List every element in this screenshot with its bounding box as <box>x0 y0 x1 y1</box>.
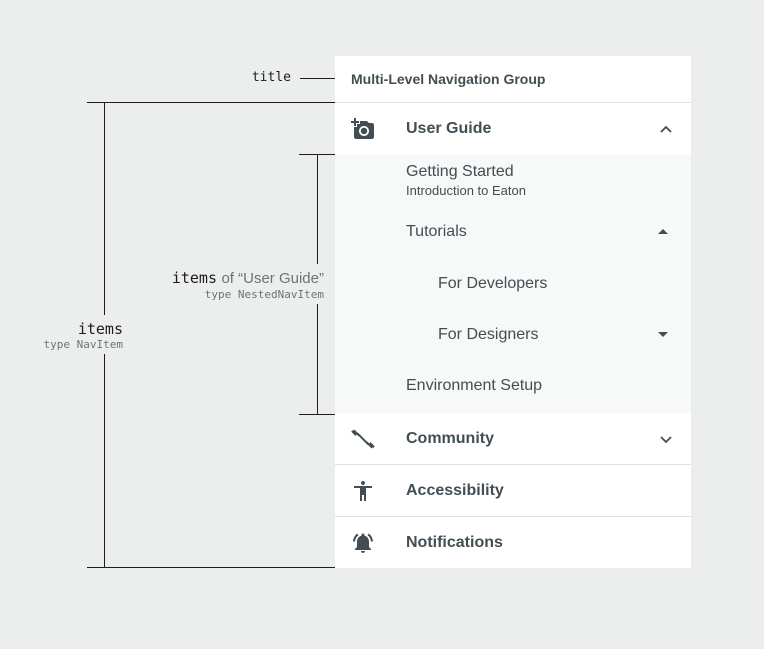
nav-item-label: Notifications <box>406 534 503 551</box>
title-connector-line <box>300 78 348 79</box>
chevron-down-icon[interactable] <box>659 432 673 446</box>
divider <box>335 102 691 103</box>
nested-item-for-designers[interactable]: For Designers <box>335 309 691 361</box>
items-annotation: items type NavItem <box>0 320 123 351</box>
caret-up-icon[interactable] <box>658 229 668 234</box>
title-annotation: title <box>251 70 291 85</box>
add-a-photo-icon <box>351 117 374 139</box>
nav-item-label: Accessibility <box>406 482 504 499</box>
nested-item-tutorials[interactable]: Tutorials <box>335 206 691 258</box>
nav-item-community[interactable]: Community <box>335 413 691 464</box>
notifications-active-icon <box>353 533 373 553</box>
nested-item-subtitle: Introduction to Eaton <box>406 183 526 198</box>
nested-item-for-developers[interactable]: For Developers <box>335 258 691 309</box>
nested-bracket-stem-bottom <box>317 304 318 414</box>
fitness-icon <box>351 428 375 449</box>
items-bracket-stem-bottom <box>104 354 105 567</box>
nav-item-accessibility[interactable]: Accessibility <box>335 465 691 516</box>
nested-item-label: Getting Started <box>406 163 514 180</box>
nested-bracket-stem-top <box>317 154 318 264</box>
items-annotation-label: items <box>77 320 123 338</box>
nested-item-getting-started[interactable]: Getting Started Introduction to Eaton <box>335 154 691 206</box>
items-bracket-top <box>87 102 335 103</box>
chevron-up-icon[interactable] <box>659 122 673 136</box>
accessibility-icon <box>354 480 372 501</box>
nested-item-label: Environment Setup <box>406 377 543 394</box>
items-bracket-stem-top <box>104 102 105 315</box>
drawer-group-title: Multi-Level Navigation Group <box>351 71 546 87</box>
nested-item-label: For Designers <box>438 326 539 343</box>
nav-item-label: User Guide <box>406 120 492 137</box>
nested-item-label: Tutorials <box>406 223 467 240</box>
nested-items-annotation-label: items <box>171 269 217 287</box>
nav-item-user-guide[interactable]: User Guide <box>335 103 691 154</box>
divider <box>335 464 691 465</box>
nav-item-notifications[interactable]: Notifications <box>335 517 691 568</box>
nested-items-annotation-type: type NestedNavItem <box>204 288 324 302</box>
nested-items-annotation: items of “User Guide” type NestedNavItem <box>120 269 324 301</box>
nested-item-label: For Developers <box>438 275 548 292</box>
divider <box>335 516 691 517</box>
nested-bracket-bottom <box>299 414 335 415</box>
nested-items-group: Getting Started Introduction to Eaton Tu… <box>335 154 691 413</box>
items-bracket-bottom <box>87 567 335 568</box>
items-annotation-type: type NavItem <box>43 338 123 351</box>
caret-down-icon[interactable] <box>658 332 668 337</box>
navigation-drawer: Multi-Level Navigation Group User Guide … <box>335 56 691 568</box>
nested-item-environment-setup[interactable]: Environment Setup <box>335 361 691 413</box>
nested-items-annotation-of: of “User Guide” <box>221 270 324 287</box>
nav-item-label: Community <box>406 430 494 447</box>
